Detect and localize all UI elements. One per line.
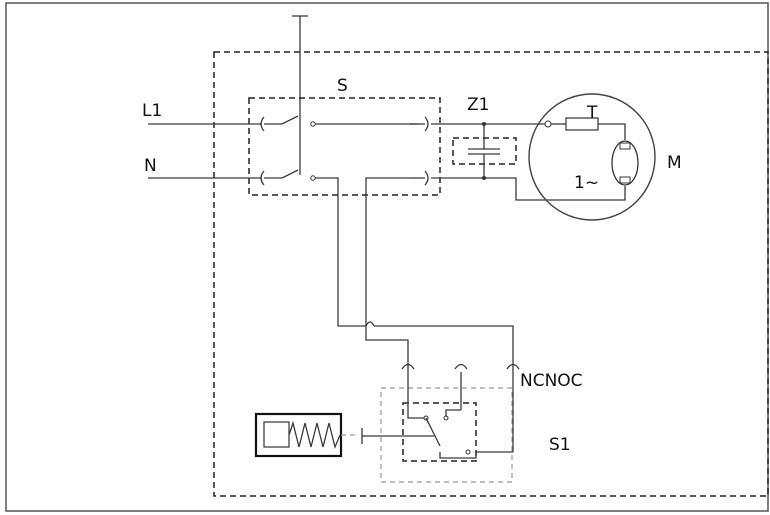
wire-s-to-s1-a — [315, 177, 366, 327]
figure-border — [5, 2, 769, 512]
rotor-symbol — [611, 140, 639, 186]
s1-no-pin — [443, 415, 449, 421]
label-t: T — [586, 103, 598, 123]
s1-terminal-no-cap — [454, 363, 468, 370]
switch-s-pin-2 — [310, 175, 316, 181]
switch-s1-housing — [380, 387, 513, 483]
s1-terminal-com-cap — [401, 363, 415, 370]
motor-housing — [528, 93, 656, 221]
appliance-enclosure — [213, 51, 769, 497]
label-m: M — [667, 153, 682, 173]
label-s1: S1 — [549, 435, 571, 455]
n-terminal — [260, 170, 265, 186]
s1-no-link — [445, 409, 461, 418]
wire-s-to-s1-b — [365, 177, 410, 372]
s1-blade — [425, 417, 441, 447]
label-z1: Z1 — [467, 95, 489, 115]
label-l1: L1 — [142, 101, 162, 121]
s1-terminal-nc-cap — [506, 363, 520, 370]
s1-com-link — [407, 403, 426, 419]
s1-nc-link — [439, 451, 513, 459]
wire-crossover — [365, 321, 375, 327]
switch-s-housing — [248, 97, 441, 196]
switch-s-pin-1 — [310, 121, 316, 127]
switch-s1-inner — [402, 402, 477, 462]
brush-top — [619, 142, 631, 150]
wire-to-motor-bottom — [431, 177, 626, 201]
motor-terminal — [544, 120, 552, 128]
wire-to-nc — [374, 325, 514, 372]
s-l1-terminal-out — [424, 116, 429, 132]
z1-node-bottom — [482, 176, 486, 180]
brush-bottom — [619, 176, 631, 184]
label-ncnoc: NCNOC — [520, 371, 583, 391]
z1-node-top — [482, 122, 486, 126]
label-phase: 1~ — [574, 173, 599, 193]
switch-s-contact-1 — [281, 115, 299, 125]
pressure-sensor-piston — [263, 421, 290, 448]
s1-nc-pin — [465, 449, 471, 455]
l1-terminal — [260, 116, 265, 132]
t-to-rotor — [598, 123, 626, 140]
switch-s-contact-2 — [281, 169, 299, 179]
label-s: S — [337, 76, 348, 96]
pressure-sensor-spring — [288, 420, 341, 450]
label-n: N — [144, 156, 157, 176]
s-n-terminal-out — [424, 170, 429, 186]
